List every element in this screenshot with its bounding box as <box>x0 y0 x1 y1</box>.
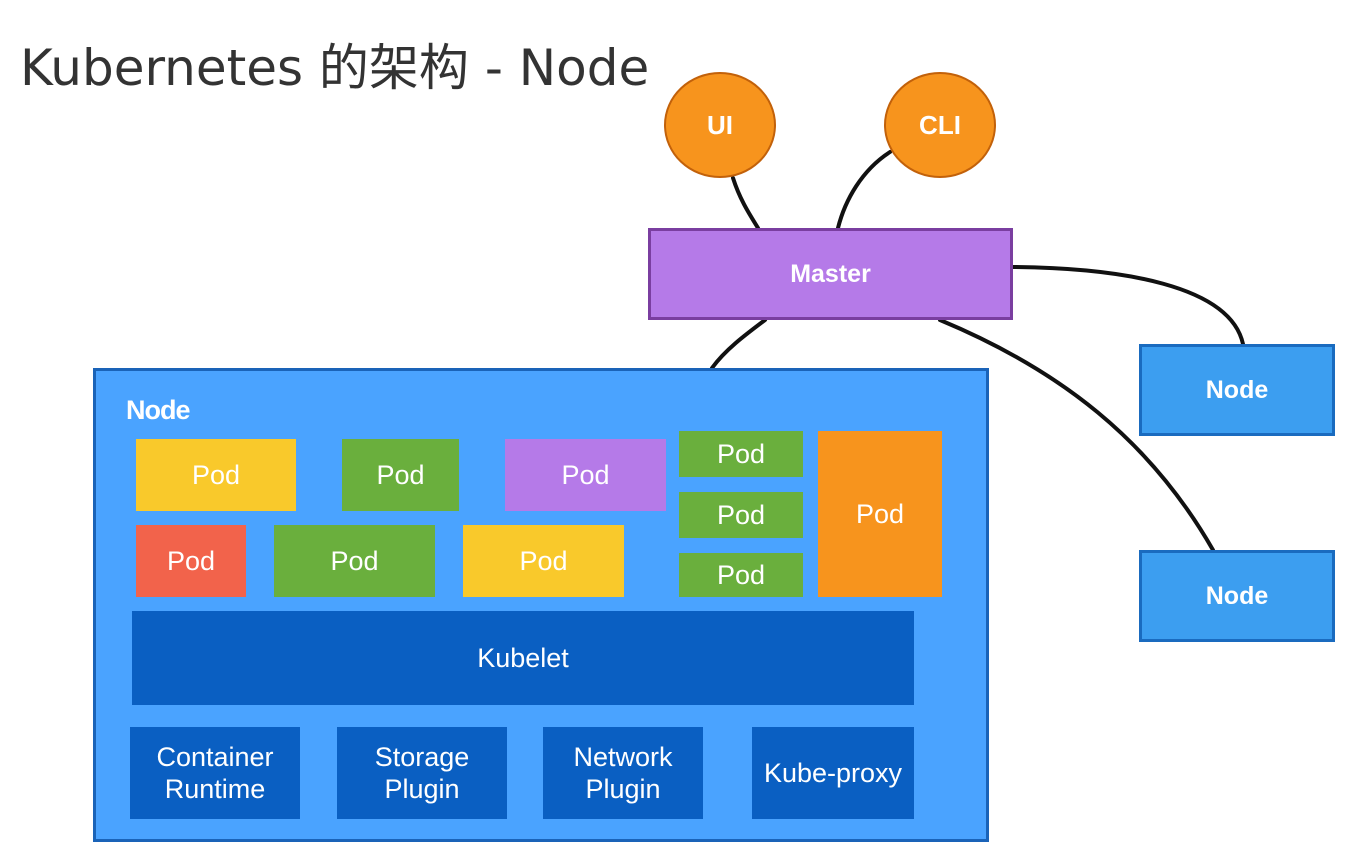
pod-1: Pod <box>136 439 296 511</box>
pod-10: Pod <box>679 553 803 597</box>
storage-plugin-line1: Storage <box>374 742 470 772</box>
pod-7: Pod <box>274 525 435 597</box>
pod-4-label: Pod <box>716 439 766 469</box>
connector-master-node-bottom <box>938 318 1215 552</box>
pod-5-label: Pod <box>855 499 905 529</box>
node-main-label: Node <box>126 395 190 425</box>
master-box: Master <box>648 228 1013 320</box>
connector-master-node-top <box>1011 265 1245 346</box>
node-box-secondary-1: Node <box>1139 344 1335 436</box>
kubelet-label: Kubelet <box>477 643 569 673</box>
pod-7-label: Pod <box>330 546 379 576</box>
network-plugin-box: Network Plugin <box>543 727 703 819</box>
connector-cli-master <box>836 150 892 230</box>
pod-8-label: Pod <box>519 546 568 576</box>
container-runtime-box: Container Runtime <box>130 727 300 819</box>
cli-client-circle: CLI <box>884 72 996 178</box>
storage-plugin-line2: Plugin <box>384 774 460 804</box>
pod-4: Pod <box>679 431 803 477</box>
pod-9-label: Pod <box>716 500 766 530</box>
network-plugin-line2: Plugin <box>585 774 661 804</box>
node-box-secondary-1-label: Node <box>1205 375 1269 404</box>
pod-3-label: Pod <box>561 460 610 490</box>
pod-2: Pod <box>342 439 459 511</box>
pod-10-label: Pod <box>716 560 766 590</box>
kubelet-bar: Kubelet <box>132 611 914 705</box>
connector-master-node-main <box>710 318 767 370</box>
node-box-secondary-2: Node <box>1139 550 1335 642</box>
container-runtime-line1: Container <box>156 742 274 772</box>
node-box-secondary-2-label: Node <box>1205 581 1269 610</box>
master-label: Master <box>790 259 871 288</box>
storage-plugin-box: Storage Plugin <box>337 727 507 819</box>
pod-9: Pod <box>679 492 803 538</box>
connector-ui-master <box>731 176 760 230</box>
pod-6-label: Pod <box>166 546 216 576</box>
kube-proxy-label: Kube-proxy <box>763 758 903 788</box>
pod-1-label: Pod <box>191 460 241 490</box>
pod-6: Pod <box>136 525 246 597</box>
kube-proxy-box: Kube-proxy <box>752 727 914 819</box>
pod-3: Pod <box>505 439 666 511</box>
pod-8: Pod <box>463 525 624 597</box>
pod-2-label: Pod <box>376 460 425 490</box>
ui-client-label: UI <box>707 109 733 140</box>
node-main-box: Node Pod Pod Pod Pod Pod Pod Pod Pod Pod… <box>93 368 989 842</box>
ui-client-circle: UI <box>664 72 776 178</box>
network-plugin-line1: Network <box>573 742 673 772</box>
container-runtime-line2: Runtime <box>164 774 266 804</box>
cli-client-label: CLI <box>919 109 961 140</box>
pod-5: Pod <box>818 431 942 597</box>
page-title: Kubernetes 的架构 - Node <box>20 39 650 97</box>
